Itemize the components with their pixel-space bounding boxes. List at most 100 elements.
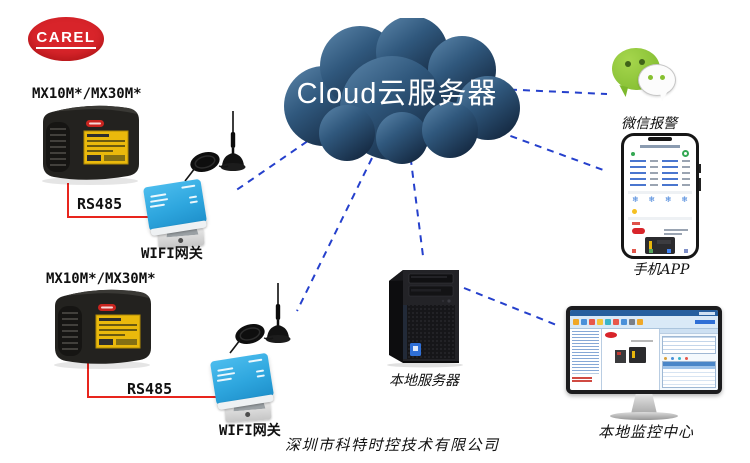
device-photo [629,347,646,363]
wechat-icon [612,46,686,110]
table-header [663,362,715,366]
phone-feature-icons [632,196,688,204]
nav-icon [649,249,654,253]
table-selected-row [663,366,715,369]
status-icon [685,357,688,360]
toolbar-icon [597,319,603,325]
phone-data-table [630,160,690,190]
phone-divider [628,217,692,220]
monitor-icon [566,306,722,394]
panel-header [660,329,718,334]
link-server-monitor [463,287,560,327]
monitor-label: 本地监控中心 [597,423,694,441]
gateway1-label: WIFI网关 [141,246,203,262]
toolbar-icon [589,319,595,325]
link-cloud-server [408,144,424,257]
monitor-titlebar [570,310,718,316]
monitor-text-bar [631,340,653,342]
alarm-line [572,377,592,379]
status-icons [664,357,718,360]
monitor-center-panel [602,329,660,390]
gateway1-marking [150,198,169,203]
monitor-toolbar [570,316,718,329]
toolbar-icon [605,319,611,325]
phone-table-col [662,160,678,190]
phone-divider [628,191,692,194]
rs485-bus-line-1 [67,183,148,218]
controller1-label: MX10M*/MX30M* [32,86,142,102]
monitor-stand [631,394,657,414]
phone-bottom-nav [632,249,688,253]
company-name: 深圳市科特时控技术有限公司 [285,436,500,454]
phone-text-bar [664,233,682,235]
snowflake-icon [665,196,672,204]
status-icon [664,357,667,360]
local-server-icon [387,270,463,368]
phone-alert-bar [632,222,640,225]
gateway1-marking [188,195,198,199]
photo-detail [657,240,671,244]
toolbar-icon [629,319,635,325]
phone-app-icon [621,133,701,259]
gateway1-marking [189,200,198,204]
gateway2-marking [217,372,236,377]
antenna-icon [183,109,247,183]
gateway1-marking [149,203,165,208]
monitor-alarm-box [572,373,599,382]
bulb-icon [632,209,637,214]
carel-logo-text: CAREL [36,29,96,49]
gateway2-marking [248,358,263,363]
table-rows [663,369,715,387]
monitor-logo-bar [699,311,715,315]
link-cloud-gateway1 [234,133,319,192]
wifi-gateway2-icon [209,352,275,411]
status-icon [671,357,674,360]
antenna-icon [228,281,292,355]
phone-text-bar [664,229,688,231]
photo-detail [617,352,621,355]
phone-status-ring [682,150,689,157]
nav-icon [632,249,636,253]
mx-controller1-icon [41,104,140,186]
photo-detail [632,351,635,358]
toolbar-icon [637,319,643,325]
photo-label [649,241,652,249]
phone-label: 手机APP [632,262,690,278]
gateway1-marking [150,193,167,198]
gateway2-marking [216,377,232,382]
nav-icon [683,249,688,253]
data-table [662,361,716,388]
monitor-carel-logo [605,332,617,338]
wechat-eye [648,75,653,80]
phone-side-button [699,164,701,173]
nav-icon [666,249,671,253]
snowflake-icon [632,196,639,204]
phone-notch [648,137,672,141]
monitor-base [610,412,678,420]
gateway2-marking [217,367,234,372]
tree-items [572,331,599,371]
status-icon [678,357,681,360]
snowflake-icon [648,196,655,204]
gateway2-marking [256,374,265,378]
wechat-label: 微信报警 [621,116,677,132]
monitor-device-photos [605,347,656,363]
link-cloud-phone [485,126,607,172]
gateway1-marking [181,184,196,189]
phone-carel-logo [632,228,645,234]
alarm-line [572,380,592,382]
rs485-label-1: RS485 [77,195,123,213]
cloud-server-label: Cloud云服务器 [296,78,498,110]
link-cloud-gateway2 [296,157,373,312]
wechat-eye [660,75,665,80]
mx-controller2-icon [53,288,152,370]
parameter-table [662,336,716,354]
server-label: 本地服务器 [389,373,459,389]
toolbar-icon [621,319,627,325]
wechat-eye [625,61,631,67]
controller2-label: MX10M*/MX30M* [46,271,156,287]
wechat-white-bubble [638,64,676,96]
gateway2-screw [245,411,251,418]
